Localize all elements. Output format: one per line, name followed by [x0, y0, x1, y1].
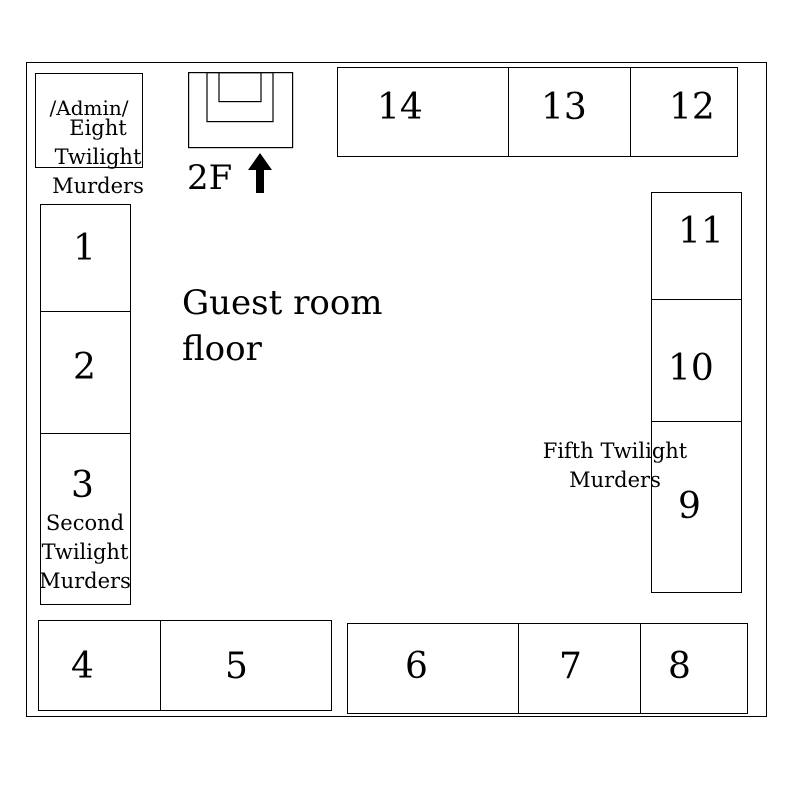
annotation-eighth-line1: Eight	[69, 116, 127, 140]
outer-wall	[26, 62, 767, 717]
annotation-eighth: Eight Twilight Murders	[44, 114, 152, 201]
room-12-number: 12	[669, 87, 715, 128]
floor-label-line1: Guest room	[182, 283, 383, 323]
room-10	[651, 299, 742, 422]
room-14	[337, 67, 509, 157]
admin-room	[35, 73, 143, 168]
annotation-eighth-line2: Twilight	[54, 145, 142, 169]
stairs-label: 2F	[187, 158, 233, 198]
room-1	[40, 204, 131, 312]
annotation-fifth-line2: Murders	[569, 468, 661, 492]
room-9-number: 9	[678, 486, 701, 527]
room-6	[347, 623, 519, 714]
arrow-up-icon	[248, 153, 272, 193]
admin-label: /Admin/	[49, 96, 129, 120]
room-12	[630, 67, 738, 157]
annotation-fifth-line1: Fifth Twilight	[542, 439, 688, 463]
annotation-second-line2: Twilight	[41, 540, 129, 564]
room-14-number: 14	[377, 87, 423, 128]
room-1-number: 1	[73, 228, 96, 269]
room-11-number: 11	[678, 211, 724, 252]
room-7-number: 7	[559, 646, 582, 687]
staircase-icon	[188, 72, 294, 149]
room-11	[651, 192, 742, 300]
annotation-second-line1: Second	[45, 511, 125, 535]
room-9	[651, 421, 742, 593]
room-8	[640, 623, 748, 714]
floor-label: Guest room floor	[182, 280, 383, 372]
room-8-number: 8	[668, 646, 691, 687]
annotation-fifth: Fifth Twilight Murders	[530, 437, 700, 495]
room-4-number: 4	[71, 646, 94, 687]
room-2-number: 2	[73, 347, 96, 388]
room-6-number: 6	[405, 646, 428, 687]
annotation-eighth-line3: Murders	[52, 174, 144, 198]
room-13-number: 13	[541, 87, 587, 128]
room-3-number: 3	[71, 465, 94, 506]
room-10-number: 10	[668, 348, 714, 389]
room-5-number: 5	[225, 646, 248, 687]
room-5	[160, 620, 332, 711]
room-2	[40, 311, 131, 434]
annotation-second-line3: Murders	[39, 569, 131, 593]
floor-label-line2: floor	[182, 329, 262, 369]
room-7	[518, 623, 641, 714]
room-4	[38, 620, 161, 711]
room-3	[40, 433, 131, 605]
annotation-second: Second Twilight Murders	[30, 509, 140, 596]
